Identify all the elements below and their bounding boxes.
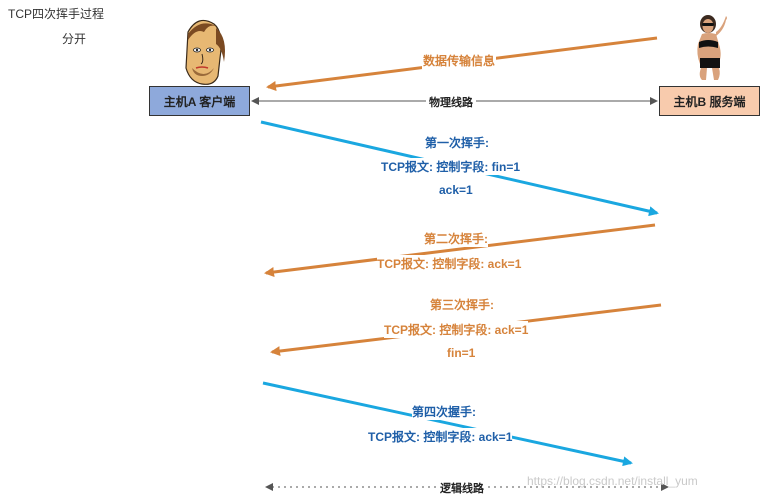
- step3-line2: fin=1: [447, 346, 476, 360]
- physical-link-label: 物理线路: [426, 94, 476, 110]
- step1-title: 第一次挥手:: [425, 134, 489, 151]
- step4-arrow: [262, 381, 633, 467]
- step2-line1: TCP报文: 控制字段: ack=1: [377, 255, 522, 272]
- diagram-subtitle: 分开: [62, 32, 87, 46]
- step3-line1: TCP报文: 控制字段: ack=1: [384, 321, 529, 338]
- step2-title: 第二次挥手:: [424, 230, 488, 247]
- server-host-box: 主机B 服务端: [659, 86, 760, 116]
- diagram-title: TCP四次挥手过程: [8, 7, 105, 21]
- step1-line1: TCP报文: 控制字段: fin=1: [381, 158, 521, 175]
- client-host-box: 主机A 客户端: [149, 86, 250, 116]
- step1-line2: ack=1: [439, 183, 473, 197]
- step2-arrow: [264, 223, 656, 277]
- watermark: https://blog.csdn.net/install_yum: [527, 474, 698, 488]
- client-avatar-icon: [185, 19, 225, 85]
- step3-title: 第三次挥手:: [430, 296, 494, 313]
- step4-title: 第四次握手:: [412, 403, 476, 420]
- data-transfer-label: 数据传输信息: [422, 52, 497, 69]
- step4-line1: TCP报文: 控制字段: ack=1: [368, 428, 513, 445]
- logical-link-label: 逻辑线路: [437, 480, 487, 496]
- server-avatar-icon: [697, 15, 727, 80]
